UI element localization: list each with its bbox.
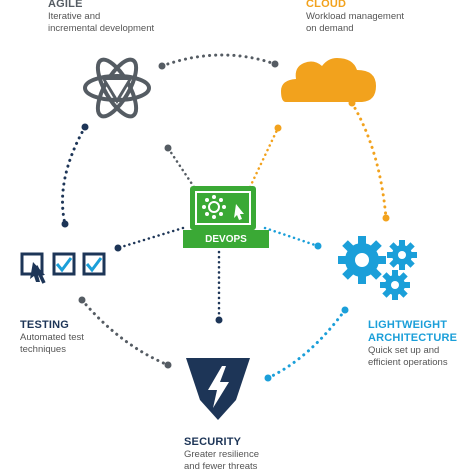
connector-light-security xyxy=(266,308,347,380)
lightweight-label: LIGHTWEIGHT ARCHITECTURE Quick set up an… xyxy=(368,319,457,368)
endpoint-dot xyxy=(114,244,122,252)
endpoint-dot xyxy=(81,123,89,131)
endpoint-dot xyxy=(164,361,172,369)
endpoint-dot xyxy=(164,144,172,152)
cloud-desc-line2: on demand xyxy=(306,22,354,34)
endpoint-dot xyxy=(382,214,390,222)
gear-small-top xyxy=(387,240,417,270)
shield-bolt-icon xyxy=(186,358,250,420)
spoke-testing xyxy=(116,226,185,250)
security-title: SECURITY xyxy=(184,436,242,448)
spoke-cloud xyxy=(248,126,280,189)
connector-agile-testing xyxy=(61,125,87,226)
cloud-title: CLOUD xyxy=(306,0,347,10)
agile-desc-line2: incremental development xyxy=(48,22,155,34)
agile-title: AGILE xyxy=(48,0,83,10)
atom-cycle-icon xyxy=(83,57,151,119)
connector-cloud-light xyxy=(350,101,388,220)
lightweight-title-line2: ARCHITECTURE xyxy=(368,332,458,345)
cloud-icon xyxy=(281,58,376,102)
gears-icon xyxy=(338,236,417,300)
ring-endpoints xyxy=(61,60,390,382)
gear-small-bottom xyxy=(380,270,410,300)
spoke-light xyxy=(263,226,320,248)
checkbox-checked-icon xyxy=(52,252,76,276)
connector-agile-cloud xyxy=(160,53,277,68)
testing-title: TESTING xyxy=(20,319,70,331)
spoke-agile xyxy=(166,146,196,189)
lightweight-desc-line1: Quick set up and xyxy=(368,345,440,357)
hub-spokes xyxy=(116,126,320,322)
testing-desc-line2: techniques xyxy=(20,343,66,355)
cloud-label: CLOUD Workload management on demand xyxy=(306,0,404,34)
testing-desc-line1: Automated test xyxy=(20,332,84,344)
endpoint-dot xyxy=(78,296,86,304)
monitor-network-icon xyxy=(183,186,269,248)
security-desc-line2: and fewer threats xyxy=(184,460,258,472)
endpoint-dot xyxy=(271,60,279,68)
endpoint-dot xyxy=(264,374,272,382)
security-desc-line1: Greater resilience xyxy=(184,449,259,461)
endpoint-dot xyxy=(158,62,166,70)
cloud-desc-line1: Workload management xyxy=(306,11,405,23)
lightweight-title-line1: LIGHTWEIGHT xyxy=(368,319,448,331)
endpoint-dot xyxy=(274,124,282,132)
spoke-endpoints xyxy=(114,124,322,324)
agile-label: AGILE Iterative and incremental developm… xyxy=(48,0,154,34)
checkbox-checked-icon xyxy=(82,252,106,276)
endpoint-dot xyxy=(314,242,322,250)
endpoint-dot xyxy=(215,316,223,324)
testing-label: TESTING Automated test techniques xyxy=(20,319,84,355)
endpoint-dot xyxy=(61,220,69,228)
security-label: SECURITY Greater resilience and fewer th… xyxy=(184,436,259,472)
checkbox-icon xyxy=(20,252,106,284)
ring-connectors xyxy=(61,53,388,380)
agile-desc-line1: Iterative and xyxy=(48,11,101,23)
gear-large xyxy=(338,236,386,284)
lightweight-desc-line2: efficient operations xyxy=(368,356,448,368)
devops-title: DEVOPS xyxy=(205,234,247,245)
endpoint-dot xyxy=(341,306,349,314)
connector-testing-security xyxy=(80,298,170,367)
